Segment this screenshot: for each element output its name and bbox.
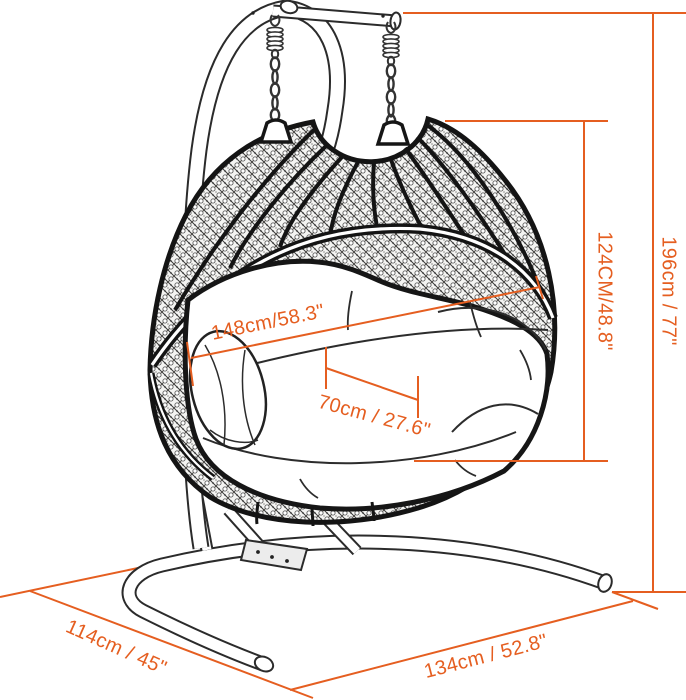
left-spring-chain bbox=[266, 14, 284, 123]
left-mount-tab bbox=[258, 118, 294, 144]
base-depth-lines bbox=[29, 590, 314, 699]
bottom-strip-ribs bbox=[255, 501, 376, 527]
right-spring-chain bbox=[382, 21, 400, 129]
base-tube-end-cap-front bbox=[253, 655, 275, 673]
egg-chair-basket bbox=[147, 115, 558, 527]
base-tube-end-cap-right bbox=[597, 573, 613, 593]
chair-height-lines bbox=[414, 120, 608, 462]
hanging-hardware bbox=[251, 0, 411, 146]
pole-top-cap bbox=[279, 0, 299, 15]
stand-base bbox=[121, 534, 613, 673]
dimension-label-chair-height: 124CM/48.8" bbox=[593, 231, 616, 351]
overall-height-lines bbox=[403, 12, 686, 593]
ground-edge-line bbox=[0, 563, 158, 598]
basket-ribs bbox=[173, 123, 543, 312]
seat-depth-lines bbox=[325, 347, 419, 418]
dimension-label-overall-height: 196cm / 77" bbox=[657, 236, 680, 346]
cushion-area bbox=[182, 258, 551, 512]
seat-width-lines bbox=[186, 275, 544, 387]
pillow bbox=[188, 329, 268, 451]
base-width-lines bbox=[289, 591, 659, 691]
joint-plate bbox=[239, 538, 309, 572]
crossbar-screw bbox=[251, 11, 255, 15]
crossbar-screw bbox=[381, 14, 385, 18]
right-mount-tab bbox=[375, 120, 411, 146]
dimension-lines bbox=[29, 12, 686, 699]
